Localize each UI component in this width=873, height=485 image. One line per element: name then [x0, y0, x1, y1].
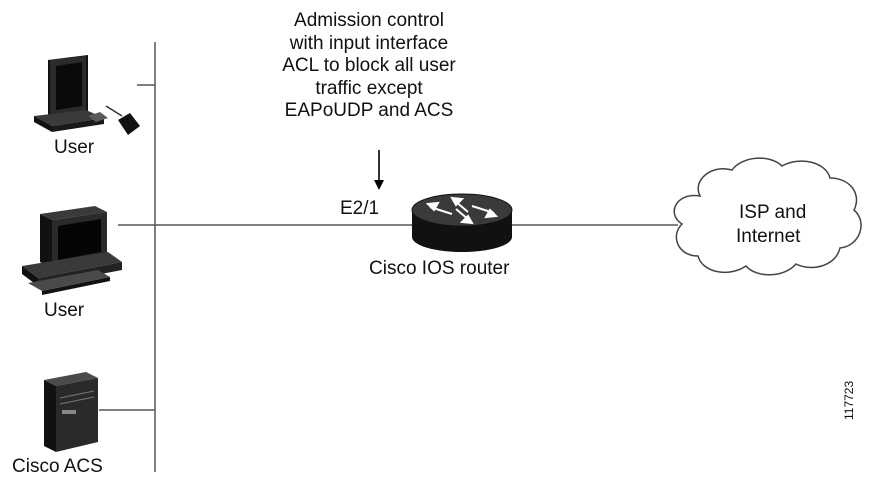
cisco-acs-label: Cisco ACS — [12, 456, 103, 477]
router-label: Cisco IOS router — [369, 258, 510, 279]
callout-line: EAPoUDP and ACS — [284, 100, 454, 122]
laptop-icon — [34, 55, 140, 135]
callout-line: traffic except — [315, 77, 423, 99]
callout-line: ACL to block all user — [282, 55, 456, 77]
user-desktop-label: User — [44, 300, 85, 321]
desktop-computer-icon — [22, 206, 122, 295]
cloud-label-line2: Internet — [736, 226, 801, 247]
admission-control-callout: Admission control with input interface A… — [258, 10, 480, 123]
server-icon — [44, 372, 98, 452]
figure-id-label: 117723 — [842, 380, 856, 420]
cloud-icon — [673, 157, 862, 276]
cloud-label-line1: ISP and — [739, 202, 807, 223]
callout-line: Admission control — [294, 10, 444, 31]
router-icon — [411, 193, 513, 252]
router-interface-label: E2/1 — [340, 198, 380, 219]
callout-line: with input interface — [289, 32, 449, 54]
callout-arrow — [374, 150, 384, 190]
user-laptop-label: User — [54, 137, 95, 158]
